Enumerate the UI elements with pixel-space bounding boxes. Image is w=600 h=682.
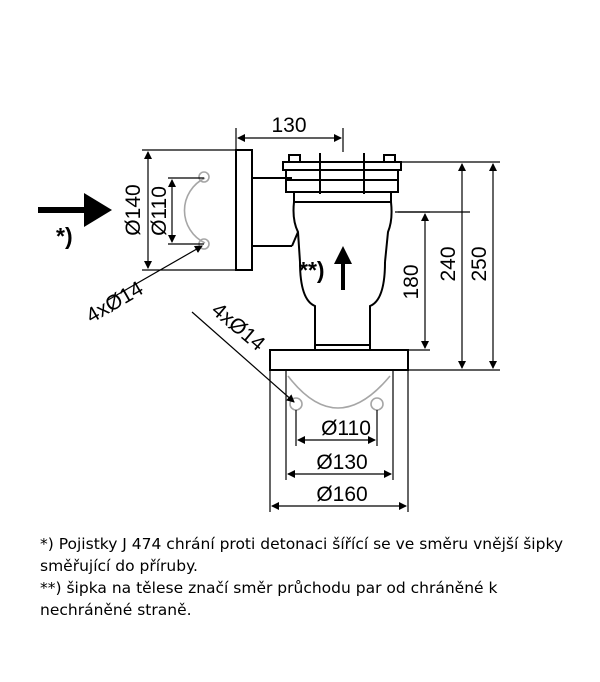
dim-flange-d110: Ø110 [148,186,171,236]
dim-bottom-d130: Ø130 [316,451,367,474]
bottom-bolt-circle [287,375,391,409]
dim-width-130: 130 [271,114,306,137]
arrester-body [235,149,409,371]
notes: *) Pojistky J 474 chrání proti detonaci … [40,533,590,621]
hidden-lines [183,171,391,411]
dim-height-250: 250 [468,246,491,281]
marker-double: **) [299,257,325,283]
body-flow-arrow [334,246,352,290]
dim-holes-side: 4xØ14 [82,277,147,328]
bottom-bolt-hole-right [370,397,384,411]
side-flange [235,149,253,271]
flame-arrester-drawing: 130 Ø140 Ø110 4xØ14 4xØ14 180 240 250 Ø1… [38,114,500,512]
inlet-arrow [38,193,112,227]
marker-single: *) [56,223,73,249]
side-bolt-hole-top [198,171,210,183]
dim-holes-bottom: 4xØ14 [207,298,269,356]
dim-height-180: 180 [400,264,423,299]
dim-bottom-d160: Ø160 [316,483,367,506]
dim-flange-d140: Ø140 [122,184,145,235]
top-cover [282,161,402,171]
dim-height-240: 240 [437,246,460,281]
side-bolt-circle [183,177,206,244]
dim-bottom-d110: Ø110 [321,417,371,440]
bottom-flange [269,349,409,371]
note-2: **) šipka na tělese značí směr průchodu … [40,579,498,619]
dimension-lines [107,128,500,512]
note-1: *) Pojistky J 474 chrání proti detonaci … [40,535,564,575]
